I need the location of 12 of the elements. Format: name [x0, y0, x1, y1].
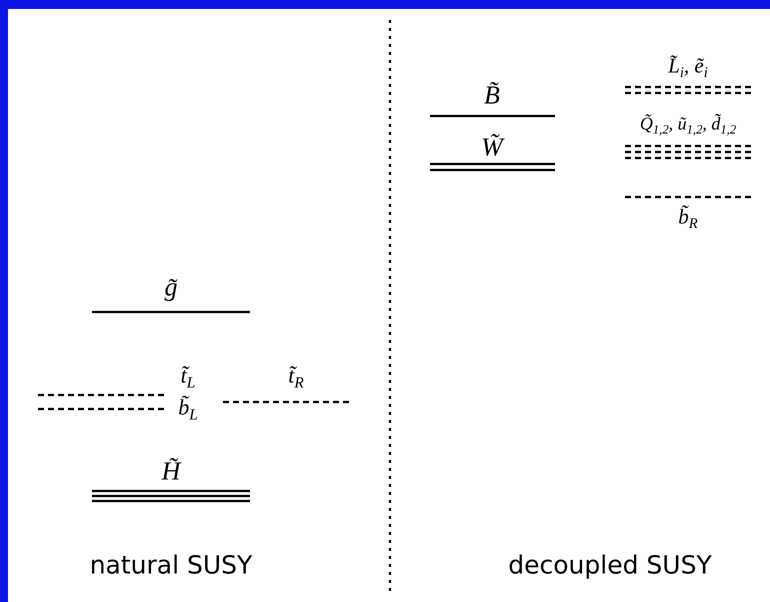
particle-label: H̃	[162, 458, 180, 486]
particle-label: B̃	[484, 82, 500, 110]
particle-label: b̃$_{L}$	[178, 396, 198, 424]
particle-label: t̃$_{L}$	[180, 364, 196, 392]
particle-label: t̃$_{R}$	[288, 364, 304, 392]
particle-label: Q̃$_{1,2}$, ũ$_{1,2}$, d̃$_{1,2}$	[640, 114, 736, 138]
particle-label: W̃	[481, 134, 503, 162]
particle-label: b̃$_{R}$	[678, 206, 698, 232]
particle-label: g̃	[164, 274, 178, 302]
particle-label: L̃$_{i}$, ẽ$_{i}$	[668, 54, 708, 82]
scenario-caption: natural SUSY	[90, 551, 252, 579]
scenario-caption: decoupled SUSY	[508, 551, 712, 579]
